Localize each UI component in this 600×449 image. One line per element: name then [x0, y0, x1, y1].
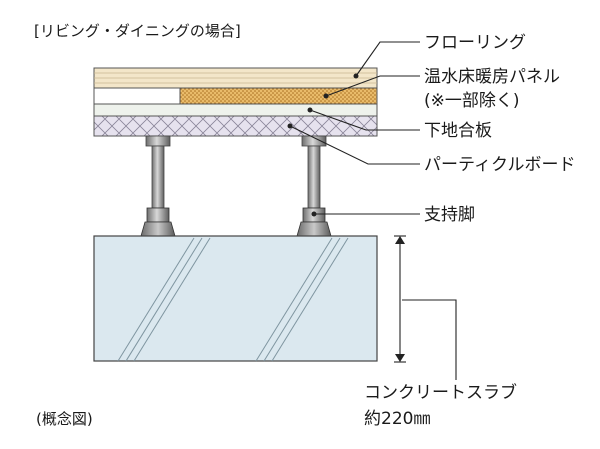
caption-bottom: (概念図) [36, 410, 93, 428]
subfloor-layer [93, 115, 378, 137]
support-leg-right [296, 135, 332, 237]
caption-top: [リビング・ダイニングの場合] [34, 22, 241, 40]
label-concrete-slab: コンクリートスラブ [364, 382, 517, 403]
slab-thickness-dimension [394, 235, 406, 363]
concrete-slab [93, 235, 378, 362]
flooring-layer [93, 67, 378, 89]
support-leg-left [140, 135, 176, 237]
label-particle-board: パーティクルボード [424, 155, 575, 175]
label-slab-thickness: 約220㎜ [364, 409, 430, 429]
label-flooring: フローリング [424, 33, 526, 53]
label-heating-panel: 温水床暖房パネル [424, 67, 560, 87]
label-heating-panel-note: (※一部除く) [424, 91, 520, 111]
label-subfloor: 下地合板 [424, 121, 492, 141]
insulation-layer [93, 103, 378, 117]
leader-lines [287, 41, 457, 380]
heating-panel-layer [93, 87, 378, 105]
label-support-leg: 支持脚 [424, 205, 475, 225]
